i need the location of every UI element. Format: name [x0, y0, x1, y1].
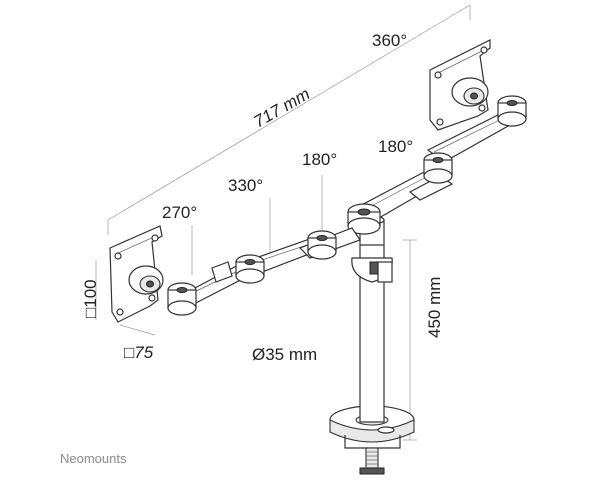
vesa-75-label: □75 [124, 343, 154, 362]
joint-left-inner [307, 230, 337, 260]
rotation-label-270: 270° [162, 203, 197, 222]
rotation-label-180-right: 180° [378, 137, 413, 156]
joint-right-end [497, 95, 527, 127]
pole-diameter-label: Ø35 mm [252, 345, 317, 364]
joint-right-mid [423, 152, 453, 184]
pole-collar [351, 257, 393, 283]
rotation-label-180-mid: 180° [302, 150, 337, 169]
rotation-label-330: 330° [228, 176, 263, 195]
joint-left-mid [235, 254, 265, 284]
joint-top-of-pole [347, 203, 381, 235]
pole-height-dimension-line [403, 239, 417, 441]
pole-height-label: 450 mm [425, 277, 444, 338]
rotation-label-360: 360° [372, 31, 407, 50]
arm-length-dimension-line [107, 4, 471, 235]
vesa-plate-left [109, 225, 164, 323]
vesa-plate-right [429, 39, 491, 131]
joint-left-end [167, 282, 197, 316]
vertical-pole [359, 215, 385, 423]
arm-length-label: 717 mm [251, 84, 314, 131]
vesa-100-label: □100 [81, 279, 100, 318]
brand-logo-text: Neomounts [60, 451, 127, 466]
cable-clip [211, 261, 233, 283]
vesa-dimension-lines [95, 260, 156, 336]
